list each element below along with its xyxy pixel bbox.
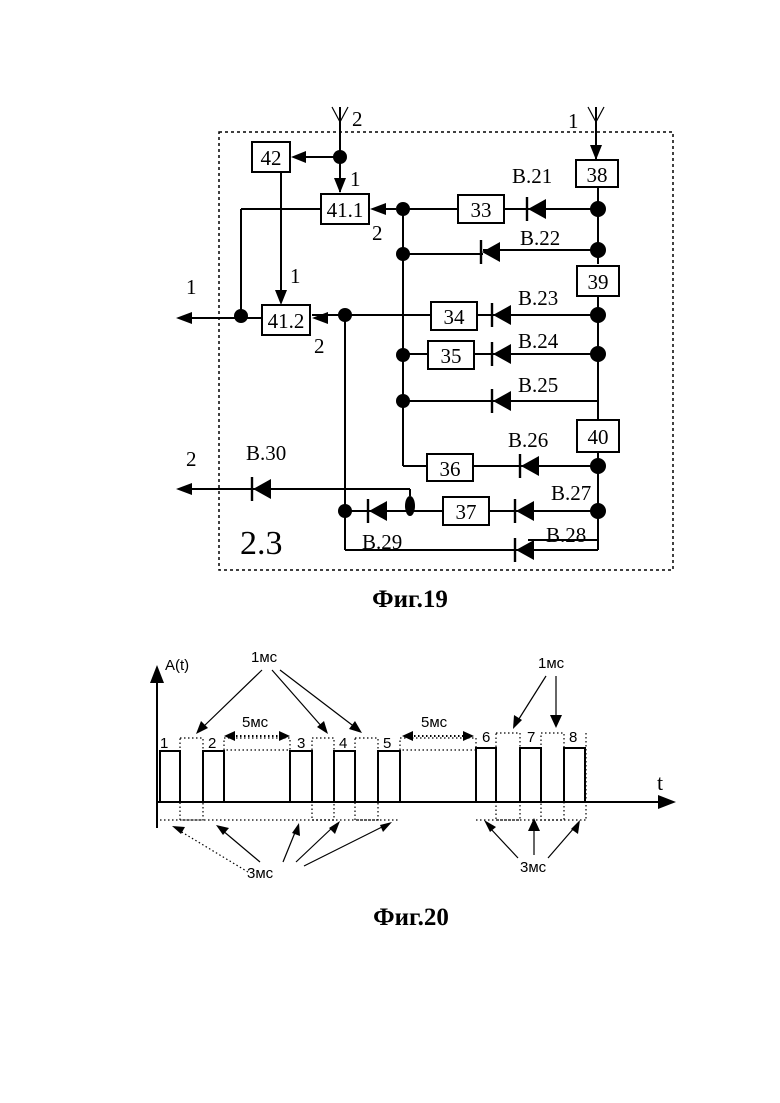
input-1-arrow xyxy=(590,145,602,160)
pulse-label-4: 4 xyxy=(339,735,347,752)
fig20-timing-chart: A(t) t 1 2 3 4 5 6 7 8 5мс xyxy=(150,649,676,882)
block-34-label: 34 xyxy=(444,305,466,329)
diode-v23-label: В.23 xyxy=(518,286,558,310)
pulse-7 xyxy=(520,748,541,802)
diode-v24 xyxy=(492,342,511,366)
pulse-8 xyxy=(564,748,585,802)
gap-5ms-b: 5мс xyxy=(421,714,448,731)
pulse-label-5: 5 xyxy=(383,735,391,752)
arrow-to-41-2 xyxy=(312,312,328,324)
pulse-label-8: 8 xyxy=(569,729,577,746)
diode-v28 xyxy=(515,538,534,562)
pulse-5 xyxy=(378,751,400,802)
arrow-42-to-41-2 xyxy=(275,290,287,305)
block-id: 2.3 xyxy=(240,525,283,562)
pulse-label-7: 7 xyxy=(527,729,535,746)
pulse-label-6: 6 xyxy=(482,729,490,746)
diode-v26 xyxy=(520,454,539,478)
b41-2-in2-label: 2 xyxy=(314,334,325,358)
block-33-label: 33 xyxy=(471,198,492,222)
block-38-label: 38 xyxy=(587,163,608,187)
pulse-label-1: 1 xyxy=(160,735,168,752)
y-axis-label: A(t) xyxy=(165,657,189,674)
diode-v25 xyxy=(492,389,511,413)
block-40-label: 40 xyxy=(588,425,609,449)
b41-1-in2-label: 2 xyxy=(372,221,383,245)
diode-v21-label: В.21 xyxy=(512,164,552,188)
gap-5ms-a: 5мс xyxy=(242,714,269,731)
pulse-4 xyxy=(334,751,355,802)
output-2-arrow xyxy=(176,483,192,495)
diode-v22 xyxy=(481,240,500,264)
block-35-label: 35 xyxy=(441,344,462,368)
period-3ms-right: 3мс xyxy=(520,859,547,876)
period-3ms-left: 3мс xyxy=(247,865,274,882)
block-41-1-label: 41.1 xyxy=(327,198,364,222)
output-1-label: 1 xyxy=(186,275,197,299)
block-36-label: 36 xyxy=(440,457,461,481)
output-1-arrow xyxy=(176,312,192,324)
diode-v30 xyxy=(252,477,271,501)
width-1ms-right: 1мс xyxy=(538,655,565,672)
arrow-to-42 xyxy=(291,151,306,163)
b41-2-in1-label: 1 xyxy=(290,264,301,288)
input-2-arrow xyxy=(334,178,346,193)
diode-v29 xyxy=(368,499,387,523)
x-axis-label: t xyxy=(657,770,663,795)
junction xyxy=(338,504,352,518)
diode-v26-label: В.26 xyxy=(508,428,548,452)
block-41-2-label: 41.2 xyxy=(268,309,305,333)
diode-v28-label: В.28 xyxy=(546,523,586,547)
fig20-caption: Фиг.20 xyxy=(373,904,449,931)
diode-v30-label: В.30 xyxy=(246,441,286,465)
pulse-1 xyxy=(160,751,180,802)
x-axis-arrow xyxy=(658,795,676,809)
b41-1-in1-label: 1 xyxy=(350,167,361,191)
pulse-label-3: 3 xyxy=(297,735,305,752)
input-2-label: 2 xyxy=(352,107,363,131)
diode-v22-label: В.22 xyxy=(520,226,560,250)
arrow-to-41-1 xyxy=(370,203,386,215)
diode-v25-label: В.25 xyxy=(518,373,558,397)
diode-v24-label: В.24 xyxy=(518,329,559,353)
diode-v27 xyxy=(515,499,534,523)
pulse-label-2: 2 xyxy=(208,735,216,752)
fig19-circuit: 1 2 42 1 1 41.1 2 41.2 2 1 xyxy=(176,107,673,570)
y-axis-arrow xyxy=(150,665,164,683)
fig19-caption: Фиг.19 xyxy=(372,586,448,613)
pulse-3 xyxy=(290,751,312,802)
diode-v21 xyxy=(527,197,546,221)
output-2-label: 2 xyxy=(186,447,197,471)
pulse-2 xyxy=(203,751,224,802)
junction xyxy=(234,309,248,323)
junction xyxy=(405,496,415,516)
pulse-6 xyxy=(476,748,496,802)
block-42-label: 42 xyxy=(261,146,282,170)
diode-v27-label: В.27 xyxy=(551,481,591,505)
input-1-label: 1 xyxy=(568,109,579,133)
width-1ms-left: 1мс xyxy=(251,649,278,666)
block-39-label: 39 xyxy=(588,270,609,294)
diode-v23 xyxy=(492,303,511,327)
block-37-label: 37 xyxy=(456,500,477,524)
